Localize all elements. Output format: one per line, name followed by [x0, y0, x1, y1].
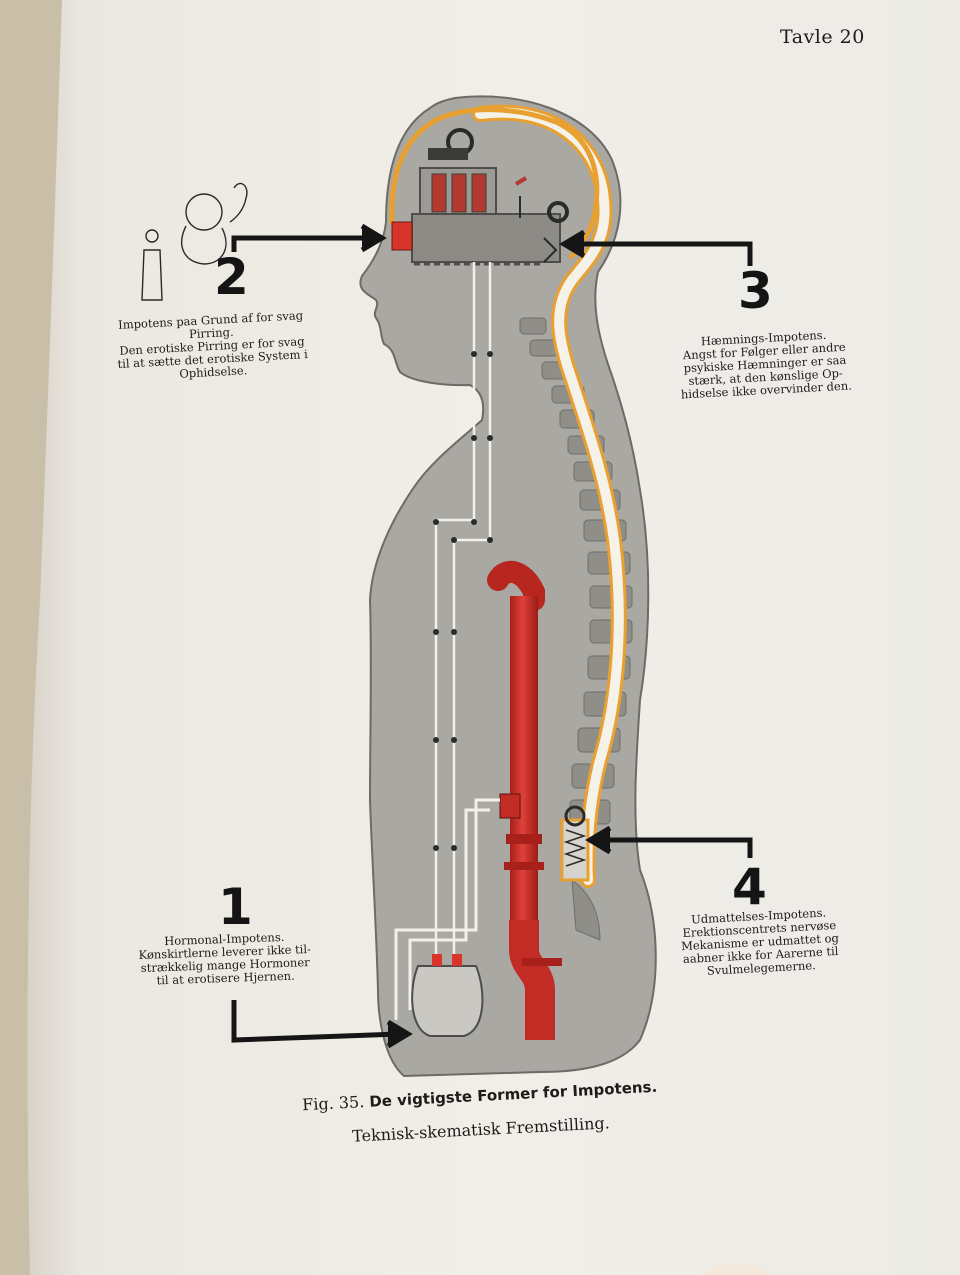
plate-number: Tavle 20: [780, 26, 865, 48]
gland-jar: [411, 954, 484, 1037]
arrow-2: [231, 223, 387, 253]
brain-machine: [391, 128, 569, 266]
label-number-1: 1: [218, 878, 253, 936]
brain-outline: [389, 107, 600, 260]
label-number-4: 4: [732, 858, 767, 916]
annotation-1-text: Hormonal-Impotens. Kønskirtlerne leverer…: [138, 929, 312, 988]
arrow-3: [559, 229, 753, 266]
arrow-1: [231, 1000, 413, 1049]
label-number-2: 2: [214, 248, 249, 306]
label-number-3: 3: [738, 262, 773, 320]
finger-smudge: [705, 1264, 765, 1275]
gland-cables: [394, 798, 500, 1020]
erection-center-spring: [560, 805, 590, 882]
annotation-4-text: Udmattelses-Impotens. Erektionscentrets …: [680, 905, 840, 978]
blood-vessel-pipe: [487, 560, 562, 1040]
nerve-wires: [434, 262, 492, 1000]
sketch-figures: [141, 182, 248, 301]
annotation-3-text: Hæmnings-Impotens. Angst for Følger elle…: [680, 327, 853, 402]
figure-number: Fig. 35.: [301, 1092, 365, 1115]
arrow-4: [585, 825, 753, 858]
annotation-2-text: Impotens paa Grund af for svag Pirring. …: [117, 308, 309, 381]
wire-junctions: [433, 351, 493, 851]
